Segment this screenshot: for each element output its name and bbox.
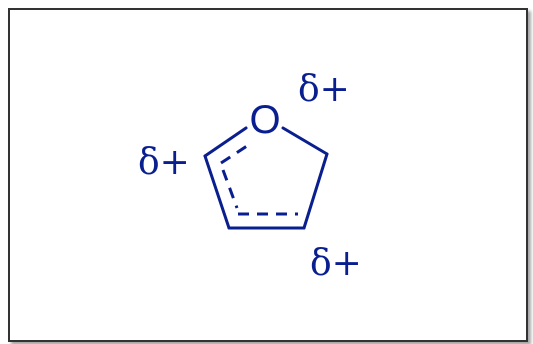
dashed-bond-c2-o (220, 142, 251, 165)
bond-c2-o (203, 126, 248, 158)
partial-charge-bottom-right: δ+ (310, 243, 362, 284)
dashed-bond-c2-c3 (221, 169, 239, 209)
bond-c3-c2 (203, 154, 231, 230)
bond-o-c5 (281, 126, 329, 156)
partial-charge-left: δ+ (138, 142, 190, 183)
diagram-frame (8, 8, 528, 342)
partial-charge-top-right: δ+ (298, 69, 350, 110)
bond-c5-c4 (302, 152, 329, 230)
oxygen-atom-label: O (249, 98, 280, 142)
